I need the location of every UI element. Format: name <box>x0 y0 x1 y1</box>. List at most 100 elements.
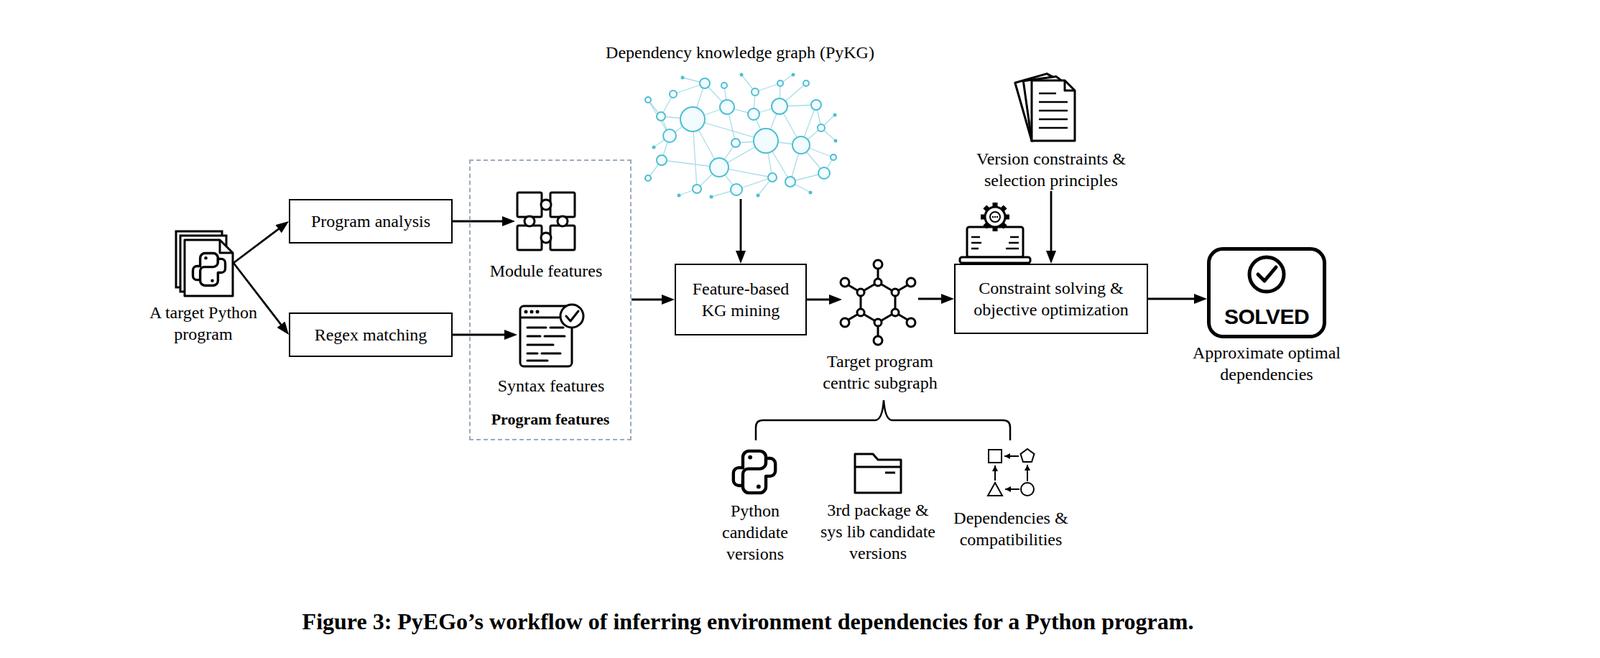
group-label: Program features <box>470 409 631 430</box>
code-window-icon <box>535 310 540 314</box>
dependency-shapes-icon <box>988 449 1002 463</box>
code-window-icon <box>530 310 534 314</box>
node-label: Python candidate versions <box>708 500 802 565</box>
knowledge-graph-illustration <box>681 76 685 80</box>
knowledge-graph-illustration <box>792 136 810 154</box>
code-window-icon <box>524 310 529 314</box>
python-file-icon <box>176 231 233 297</box>
flow-arrow <box>806 298 837 302</box>
knowledge-graph-illustration <box>830 154 837 161</box>
laptop-gear-icon <box>996 216 998 218</box>
solved-check-icon <box>1249 257 1284 292</box>
node-label: Dependencies & compatibilities <box>949 507 1072 551</box>
flow-arrow <box>918 298 949 301</box>
knowledge-graph-illustration <box>753 128 779 154</box>
knowledge-graph-illustration <box>730 183 743 196</box>
knowledge-graph-illustration <box>808 191 813 195</box>
dependency-shapes-icon <box>987 482 1003 496</box>
knowledge-graph-illustration <box>731 138 741 148</box>
documents-icon <box>1023 74 1075 141</box>
dependency-shapes-icon <box>1005 488 1020 490</box>
node-label: SOLVED <box>1210 306 1323 328</box>
result-badge: SOLVEDApproximate optimal dependencies <box>1207 247 1327 339</box>
knowledge-graph-illustration <box>834 139 838 143</box>
molecule-icon <box>857 308 865 317</box>
feature-group: Program features Module featuresSyntax fe… <box>469 159 632 441</box>
knowledge-graph-illustration <box>747 108 760 120</box>
brace <box>755 400 1011 441</box>
molecule-icon <box>860 282 896 323</box>
puzzle-icon <box>550 192 575 217</box>
python-file-icon <box>193 253 226 286</box>
process-box: Constraint solving & objective optimizat… <box>954 263 1149 335</box>
flow-arrow <box>452 220 510 223</box>
knowledge-graph-illustration <box>709 195 714 200</box>
syntax-feature-node: Syntax features <box>517 301 585 370</box>
code-window-icon <box>527 327 565 361</box>
process-box: Program analysis <box>288 199 453 244</box>
solved-check-icon <box>1249 257 1284 292</box>
dependency-shapes-icon <box>1004 455 1019 457</box>
flow-arrow <box>233 224 285 263</box>
knowledge-graph-illustration <box>663 129 677 143</box>
node-label: Program analysis <box>300 210 442 233</box>
knowledge-graph-illustration <box>656 112 666 121</box>
laptop-gear-icon <box>971 237 1019 249</box>
knowledge-graph-illustration <box>719 99 735 115</box>
knowledge-graph-illustration <box>680 107 705 132</box>
brace <box>755 400 1011 441</box>
puzzle-icon <box>550 225 575 251</box>
laptop-gear-icon <box>994 216 996 218</box>
candidate-node: 3rd package & sys lib candidate versions <box>852 449 904 496</box>
documents-icon <box>1031 80 1075 141</box>
documents-icon <box>1023 74 1075 141</box>
node-label: A target Python program <box>142 301 265 345</box>
python-logo-icon <box>733 451 776 493</box>
flow-arrow <box>1148 298 1202 301</box>
knowledge-graph-illustration <box>709 158 729 177</box>
node-label: 3rd package & sys lib candidate versions <box>814 499 942 564</box>
puzzle-icon <box>517 192 575 251</box>
dependency-shapes-icon <box>1020 482 1034 496</box>
node-label: Syntax features <box>479 375 623 397</box>
puzzle-icon <box>517 225 542 251</box>
knowledge-graph-illustration <box>803 80 809 87</box>
flow-arrow <box>452 334 512 337</box>
knowledge-graph-illustration <box>652 73 838 200</box>
molecule-icon <box>874 318 882 327</box>
molecule-icon <box>844 265 912 340</box>
knowledge-graph-illustration <box>677 193 682 198</box>
knowledge-graph-illustration <box>818 167 830 179</box>
molecule-icon <box>891 308 899 317</box>
laptop-gear-icon <box>980 202 1010 232</box>
knowledge-graph-illustration <box>699 78 710 89</box>
laptop-gear-icon <box>990 211 1001 223</box>
python-file-icon <box>219 239 233 253</box>
node-label: Feature-based KG mining <box>686 278 796 322</box>
process-box: Feature-based KG mining <box>674 263 807 336</box>
code-window-icon <box>560 304 584 328</box>
knowledge-graph-illustration <box>669 90 677 98</box>
python-logo-icon <box>733 451 776 493</box>
candidate-node: Dependencies & compatibilities <box>986 446 1036 498</box>
molecule-icon <box>891 288 899 297</box>
knowledge-graph-illustration <box>785 176 796 187</box>
puzzle-icon <box>517 192 542 217</box>
knowledge-graph-illustration <box>817 124 825 132</box>
puzzle-icon <box>540 232 552 243</box>
laptop-gear-icon <box>967 227 1024 258</box>
knowledge-graph-illustration <box>756 193 761 198</box>
dependency-shapes-icon <box>987 449 1035 496</box>
knowledge-graph-illustration <box>740 73 744 77</box>
molecule-icon <box>874 278 882 286</box>
module-feature-node: Module features <box>515 189 577 253</box>
knowledge-graph-illustration <box>692 184 702 194</box>
code-window-icon <box>520 304 584 367</box>
molecule-icon <box>873 260 883 269</box>
dependency-shapes-icon <box>1020 449 1035 462</box>
laptop-gear-icon <box>959 257 1031 263</box>
flow-arrow <box>631 298 669 302</box>
dependency-shapes-icon <box>994 465 996 481</box>
python-file-icon <box>184 239 233 297</box>
